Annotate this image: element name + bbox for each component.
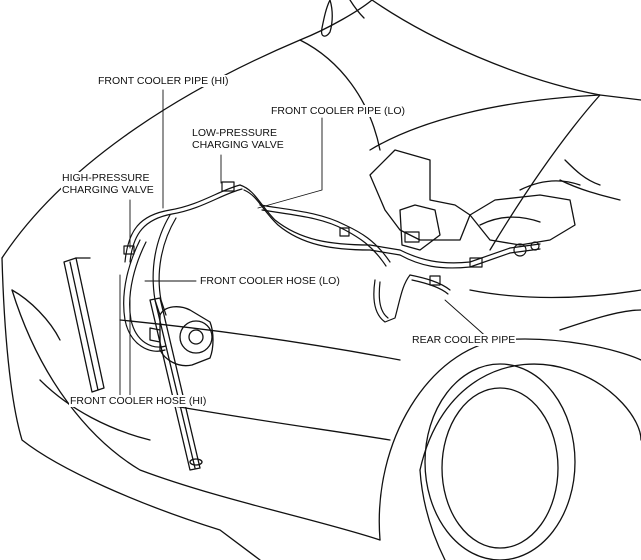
label-front-cooler-pipe-lo: FRONT COOLER PIPE (LO) — [270, 105, 406, 117]
label-front-cooler-hose-hi: FRONT COOLER HOSE (HI) — [69, 395, 208, 407]
compressor — [149, 306, 214, 367]
condenser — [63, 257, 203, 471]
label-front-cooler-pipe-hi: FRONT COOLER PIPE (HI) — [97, 75, 230, 87]
engine-components — [369, 149, 621, 251]
leader-lines — [119, 89, 491, 396]
piping — [123, 181, 541, 352]
label-low-pressure-charging-valve: LOW-PRESSURE CHARGING VALVE — [191, 127, 285, 151]
label-front-cooler-hose-lo: FRONT COOLER HOSE (LO) — [199, 275, 341, 287]
label-high-pressure-charging-valve: HIGH-PRESSURE CHARGING VALVE — [61, 172, 155, 196]
label-rear-cooler-pipe: REAR COOLER PIPE — [411, 334, 517, 346]
